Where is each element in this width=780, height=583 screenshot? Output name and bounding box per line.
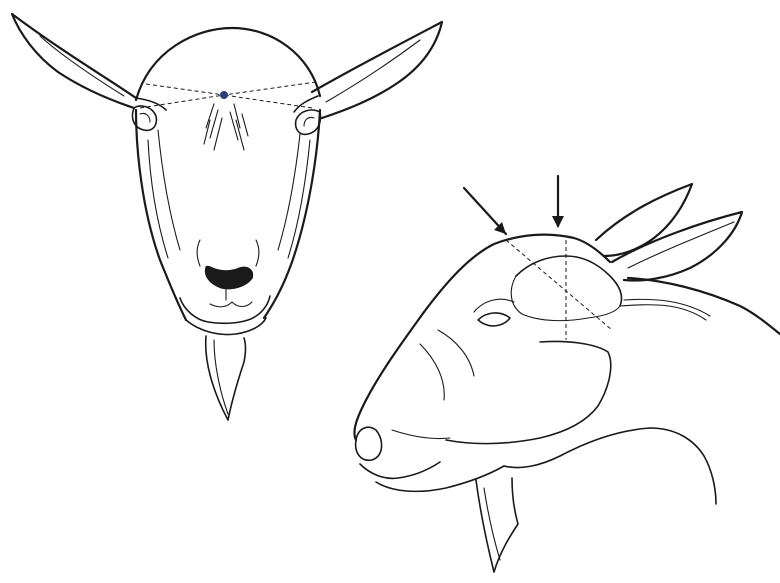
profile-poll: [516, 256, 622, 306]
face-outline-right: [264, 110, 320, 318]
left-eye-lid: [140, 113, 150, 122]
ref-line-right-upper: [224, 82, 316, 95]
profile-jaw-line: [446, 341, 611, 443]
muzzle-outline: [180, 296, 270, 323]
profile-crown: [424, 235, 610, 312]
nose-bridge-right: [256, 240, 259, 266]
arrow-down-icon: [552, 176, 564, 228]
cheek-line-left-2: [148, 140, 168, 258]
profile-neck-front: [704, 456, 716, 504]
ref-line-left-upper: [146, 84, 224, 95]
face-outline-left: [136, 110, 186, 320]
profile-throat: [504, 428, 704, 468]
profile-cheek-2: [438, 330, 474, 376]
crown-outline: [136, 28, 320, 100]
profile-cheek: [420, 344, 444, 400]
profile-eye-brow: [474, 299, 514, 312]
profile-neck-back: [628, 278, 780, 334]
cheek-line-right: [278, 134, 300, 250]
forehead-hair: [204, 104, 248, 150]
profile-nose-bridge: [354, 312, 424, 440]
goat-head-front-icon: [12, 14, 442, 420]
profile-eye: [478, 313, 510, 326]
profile-nostril: [356, 427, 382, 460]
arrow-down-right-icon: [464, 188, 506, 234]
mouth-line: [210, 288, 252, 307]
target-point-icon: [220, 91, 228, 99]
profile-mouth: [360, 462, 440, 478]
nostrils: [206, 267, 253, 289]
right-eye-lid: [304, 117, 314, 126]
right-ear-inner: [326, 40, 420, 102]
nose-bridge-left: [197, 240, 200, 266]
right-eye: [296, 110, 321, 134]
profile-beard-strand: [484, 488, 500, 560]
profile-muzzle-line: [392, 430, 450, 439]
left-ear: [12, 14, 136, 108]
beard-strand: [214, 340, 228, 414]
goat-head-profile-icon: [354, 176, 780, 572]
chin-line: [186, 318, 266, 334]
profile-beard: [476, 478, 518, 572]
profile-mane: [620, 299, 710, 320]
